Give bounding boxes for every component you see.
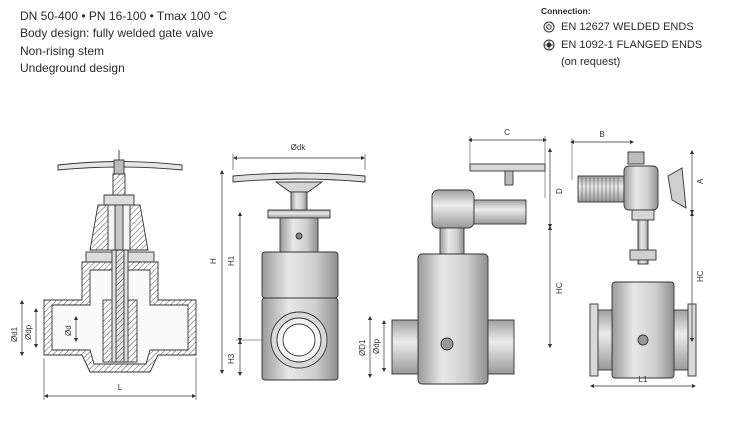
dim-label-D: D xyxy=(555,188,564,194)
welded-ends-icon xyxy=(543,21,555,33)
section-view xyxy=(19,150,197,400)
dim-label-D1: ØD1 xyxy=(358,339,367,356)
gearbox-view xyxy=(367,136,553,385)
spec-stem: Non-rising stem xyxy=(20,44,105,58)
dim-label-B: B xyxy=(599,130,604,139)
dim-label-d: Ød xyxy=(64,325,73,336)
dim-label-A: A xyxy=(696,178,705,184)
dim-label-dp: Ødp xyxy=(24,324,33,340)
flanged-ends-icon xyxy=(543,39,555,51)
dim-label-L1: L1 xyxy=(639,375,648,384)
connection-title: Connection: xyxy=(541,6,591,16)
dim-label-d1: Ød1 xyxy=(10,326,19,342)
dim-label-dp2: Ødp xyxy=(372,338,381,354)
connection-welded-label: EN 12627 WELDED ENDS xyxy=(561,21,694,33)
connection-welded-row: EN 12627 WELDED ENDS xyxy=(543,21,694,33)
dim-label-H1: H1 xyxy=(227,255,236,266)
dim-label-HC2: HC xyxy=(696,270,705,282)
dim-label-H3: H3 xyxy=(227,353,236,364)
dim-label-HC: HC xyxy=(555,282,564,294)
dim-label-dk: Ødk xyxy=(291,143,307,152)
actuator-view xyxy=(569,138,697,389)
dim-label-H: H xyxy=(209,258,218,264)
side-view xyxy=(219,154,366,381)
spec-size-range: DN 50-400 • PN 16-100 • Tmax 100 °C xyxy=(20,9,228,23)
connection-flanged-row: EN 1092-1 FLANGED ENDS xyxy=(543,39,702,51)
dim-label-C: C xyxy=(504,128,510,137)
spec-design: Undeground design xyxy=(20,61,125,75)
dim-label-L: L xyxy=(118,383,123,392)
spec-body-design: Body design: fully welded gate valve xyxy=(20,26,214,40)
connection-note: (on request) xyxy=(561,56,621,68)
connection-flanged-label: EN 1092-1 FLANGED ENDS xyxy=(561,39,703,51)
